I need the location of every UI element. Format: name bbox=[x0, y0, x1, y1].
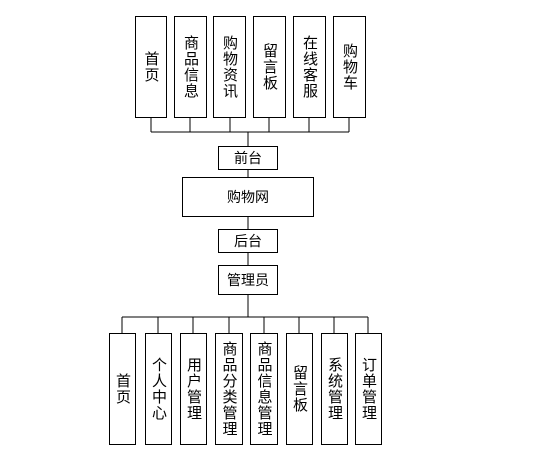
admin-module-category-management: 商品分类管理 bbox=[215, 333, 243, 445]
admin-module-home: 首页 bbox=[109, 333, 136, 445]
admin-module-personal-center: 个人中心 bbox=[145, 333, 172, 445]
frontend-node: 前台 bbox=[218, 146, 278, 170]
front-module-message-board: 留言板 bbox=[253, 16, 286, 118]
admin-module-user-management: 用户管理 bbox=[180, 333, 207, 445]
admin-module-product-info-management: 商品信息管理 bbox=[250, 333, 278, 445]
front-module-online-service: 在线客服 bbox=[293, 16, 326, 118]
front-module-shopping-cart: 购物车 bbox=[333, 16, 366, 118]
front-module-product-info: 商品信息 bbox=[174, 16, 207, 118]
admin-node: 管理员 bbox=[218, 265, 278, 295]
root-node: 购物网 bbox=[182, 177, 314, 217]
front-module-shopping-news: 购物资讯 bbox=[213, 16, 246, 118]
backend-node: 后台 bbox=[218, 229, 278, 253]
admin-module-order-management: 订单管理 bbox=[355, 333, 382, 445]
admin-module-system-management: 系统管理 bbox=[321, 333, 348, 445]
admin-module-message-board: 留言板 bbox=[286, 333, 313, 445]
front-module-home: 首页 bbox=[135, 16, 167, 118]
